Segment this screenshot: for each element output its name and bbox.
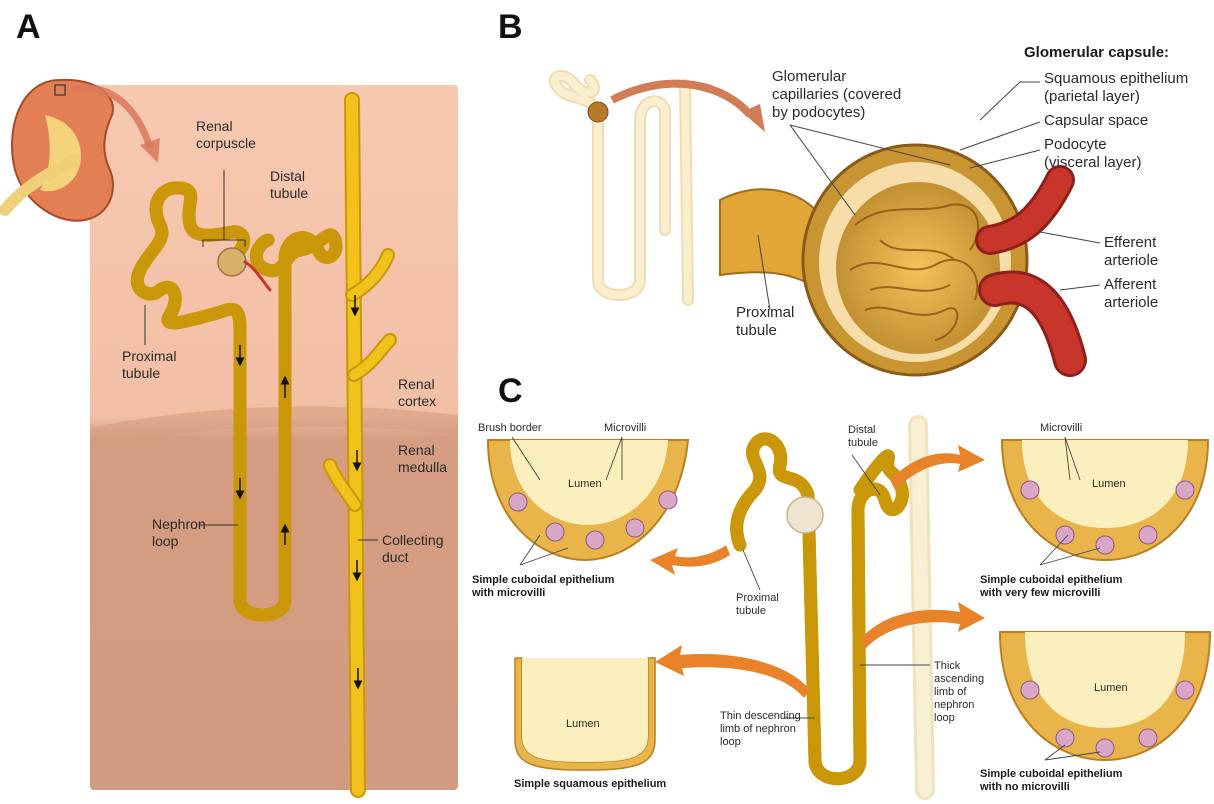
caption-cuboidal-few: Simple cuboidal epithelium with very few…	[980, 574, 1122, 600]
caption-cuboidal-none: Simple cuboidal epithelium with no micro…	[980, 768, 1122, 794]
panel-a	[5, 80, 458, 790]
label-glomerular-capsule: Glomerular capsule:	[1024, 44, 1169, 61]
label-proximal-tubule-b: Proximal tubule	[736, 304, 794, 340]
label-collecting-duct: Collecting duct	[382, 532, 443, 566]
caption-squamous: Simple squamous epithelium	[514, 778, 666, 791]
label-podocyte: Podocyte (visceral layer)	[1044, 136, 1142, 172]
label-distal-tubule-c: Distal tubule	[848, 424, 878, 450]
label-thin-descending: Thin descending limb of nephron loop	[720, 710, 801, 749]
panel-letter-c: C	[498, 372, 523, 411]
caption-cuboidal-microvilli: Simple cuboidal epithelium with microvil…	[472, 574, 614, 600]
label-brush-border: Brush border	[478, 422, 542, 435]
label-lumen-2: Lumen	[1092, 478, 1126, 491]
label-afferent-arteriole: Afferent arteriole	[1104, 276, 1158, 312]
label-glomerular-capillaries: Glomerular capillaries (covered by podoc…	[772, 68, 901, 122]
tissue-no-microvilli	[1000, 632, 1210, 760]
label-renal-cortex: Renal cortex	[398, 376, 436, 410]
label-proximal-tubule-c: Proximal tubule	[736, 592, 779, 618]
label-nephron-loop: Nephron loop	[152, 516, 206, 550]
tissue-brush-border	[488, 440, 688, 560]
glomerular-capsule	[803, 145, 1027, 375]
kidney-icon	[5, 80, 113, 221]
label-distal-tubule-a: Distal tubule	[270, 168, 308, 202]
label-renal-corpuscle: Renal corpuscle	[196, 118, 256, 152]
label-microvilli-left: Microvilli	[604, 422, 646, 435]
label-lumen-3: Lumen	[566, 718, 600, 731]
label-lumen-4: Lumen	[1094, 682, 1128, 695]
label-proximal-tubule-a: Proximal tubule	[122, 348, 176, 382]
label-efferent-arteriole: Efferent arteriole	[1104, 234, 1158, 270]
label-squamous-epithelium: Squamous epithelium (parietal layer)	[1044, 70, 1188, 106]
nephron-thumbnail	[555, 76, 688, 300]
label-thick-ascending: Thick ascending limb of nephron loop	[934, 660, 984, 725]
panel-letter-b: B	[498, 8, 523, 47]
panel-letter-a: A	[16, 8, 41, 47]
label-microvilli-right: Microvilli	[1040, 422, 1082, 435]
label-renal-medulla: Renal medulla	[398, 442, 447, 476]
label-capsular-space: Capsular space	[1044, 112, 1148, 130]
tissue-few-microvilli	[1002, 440, 1208, 560]
tissue-squamous	[515, 658, 655, 770]
label-lumen-1: Lumen	[568, 478, 602, 491]
